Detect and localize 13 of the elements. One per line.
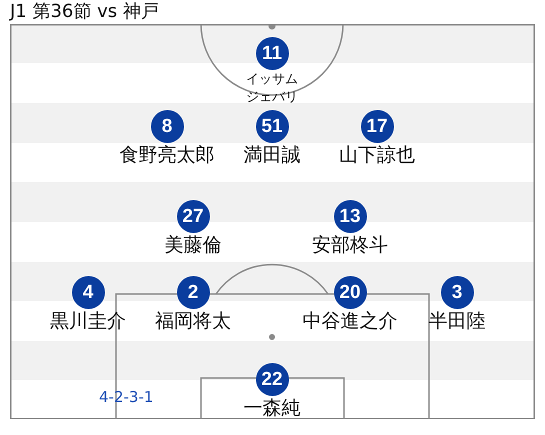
player-name: 中谷進之介 (302, 310, 398, 332)
player-name: 美藤倫 (164, 234, 222, 256)
player-name: 満田誠 (242, 144, 302, 166)
player-name: 黒川圭介 (49, 310, 127, 332)
player-name: 山下諒也 (338, 144, 416, 166)
player-name: 安部柊斗 (311, 234, 389, 256)
player-name: 福岡将太 (154, 310, 232, 332)
title: J1 第36節 vs 神戸 (10, 1, 159, 23)
player-name: 半田陸 (428, 310, 486, 332)
player-name: 一森純 (242, 397, 302, 419)
formation-label: 4-2-3-1 (99, 388, 154, 406)
player-name: 食野亮太郎 (118, 144, 216, 166)
player-name: イッサムジェバリ (245, 71, 299, 107)
